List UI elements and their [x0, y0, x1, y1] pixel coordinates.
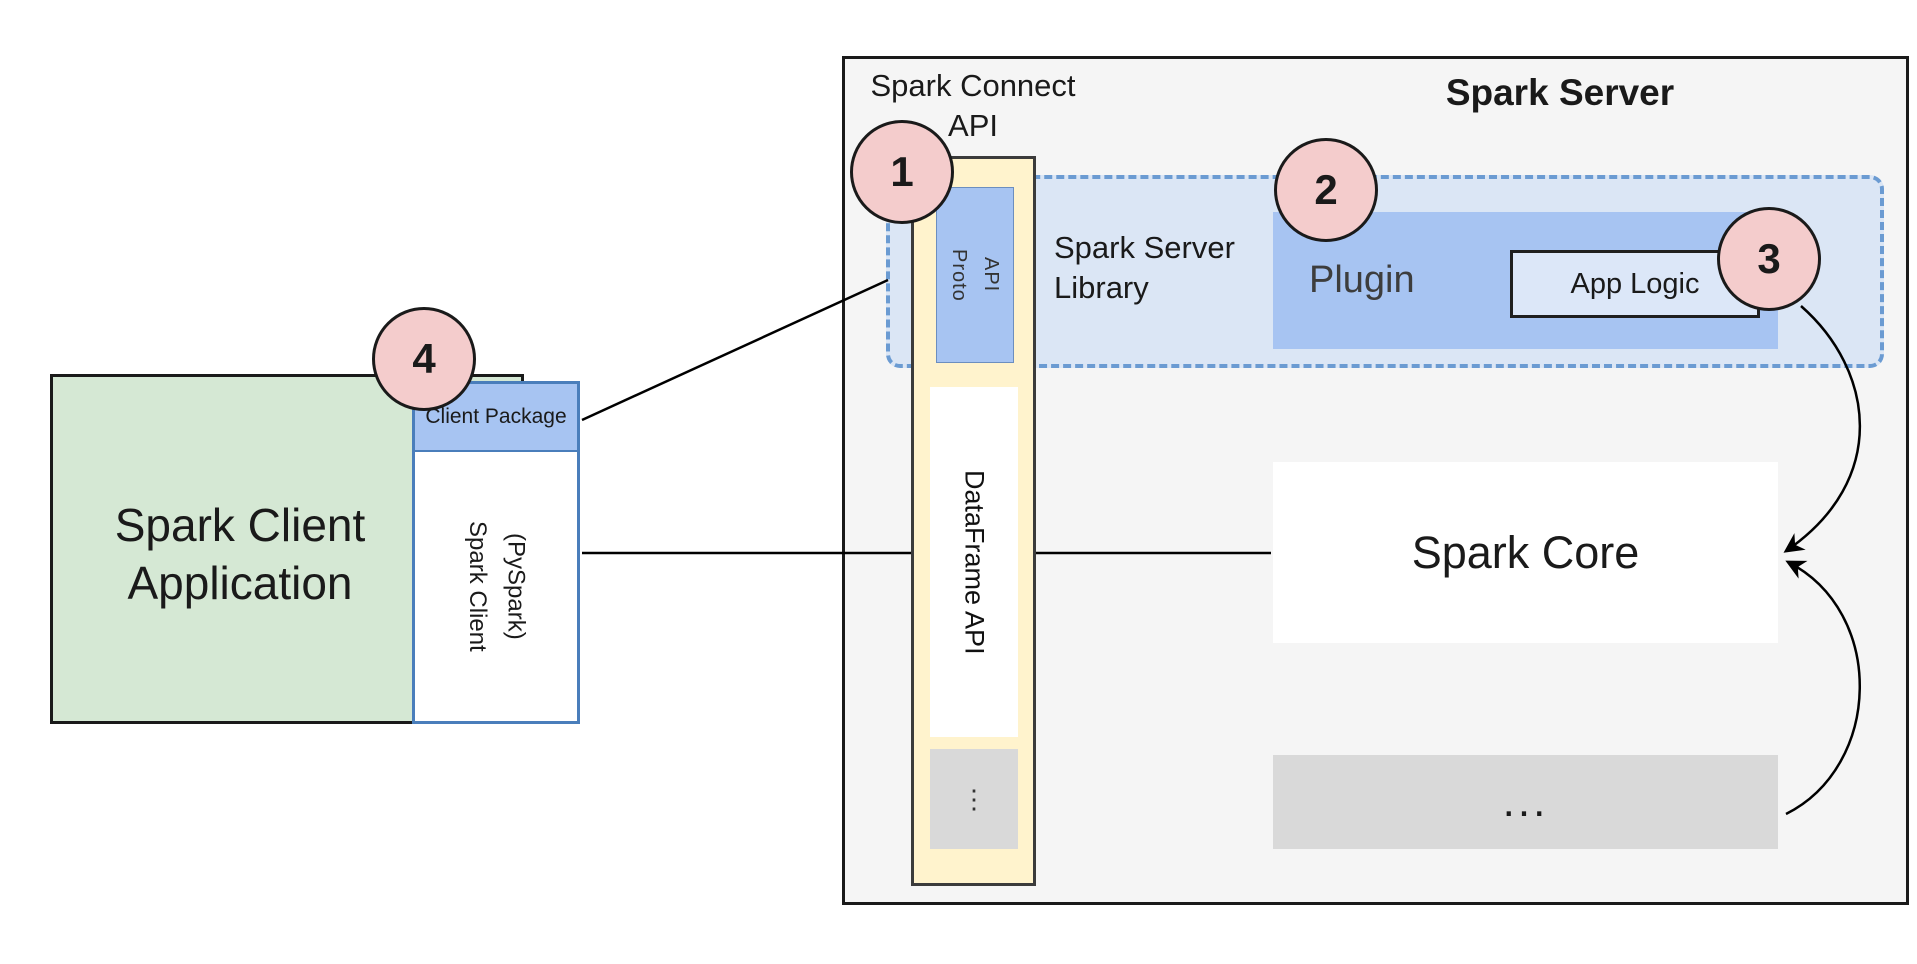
api-column-ellipsis-box: ⋮: [930, 749, 1018, 849]
pyspark-line: (PySpark): [502, 533, 530, 640]
proto-api-box: Proto API: [936, 187, 1014, 363]
spark-connect-api-label: Spark Connect API: [870, 68, 1076, 144]
spark-client-pyspark-label: Spark Client (PySpark): [458, 521, 535, 652]
client-package-body: Spark Client (PySpark): [415, 452, 577, 721]
badge-2: 2: [1274, 138, 1378, 242]
server-ellipsis-box: ...: [1273, 755, 1778, 849]
spark-core-box: Spark Core: [1273, 462, 1778, 643]
proto-api-line1: Proto: [948, 248, 970, 302]
spark-server-title: Spark Server: [1445, 72, 1675, 113]
plugin-label: Plugin: [1309, 259, 1415, 301]
proto-api-label: Proto API: [943, 249, 1007, 302]
spark-connect-api-column: Proto API DataFrame API ⋮: [911, 156, 1036, 886]
badge-3: 3: [1717, 207, 1821, 311]
dataframe-api-label: DataFrame API: [959, 469, 990, 655]
badge-4: 4: [372, 307, 476, 411]
badge-1: 1: [850, 120, 954, 224]
dataframe-api-box: DataFrame API: [930, 387, 1018, 737]
spark-client-line: Spark Client: [464, 521, 491, 652]
client-package-box: Client Package Spark Client (PySpark): [412, 381, 580, 724]
proto-api-line2: API: [980, 257, 1002, 293]
spark-server-library-label: Spark Server Library: [1054, 230, 1235, 306]
spark-client-application-label: Spark Client Application: [114, 499, 366, 609]
